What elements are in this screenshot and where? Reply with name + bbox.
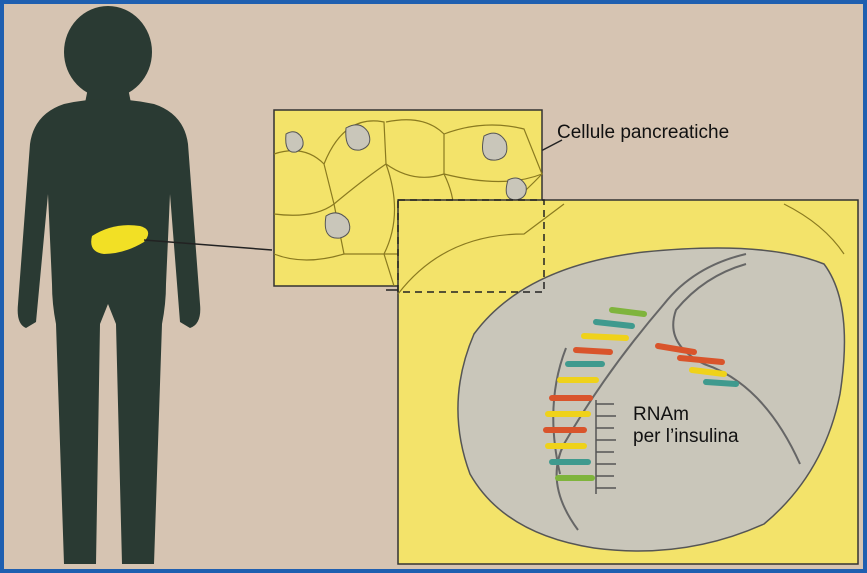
human-silhouette <box>18 6 201 564</box>
mrna-label: RNAm per l’insulina <box>633 404 739 448</box>
illustration-canvas <box>4 4 863 569</box>
pancreatic-cells-label: Cellule pancreatiche <box>557 122 729 144</box>
mrna-label-line2: per l’insulina <box>633 426 739 448</box>
enlarged-cell-panel <box>398 200 858 564</box>
mrna-label-line1: RNAm <box>633 404 739 426</box>
